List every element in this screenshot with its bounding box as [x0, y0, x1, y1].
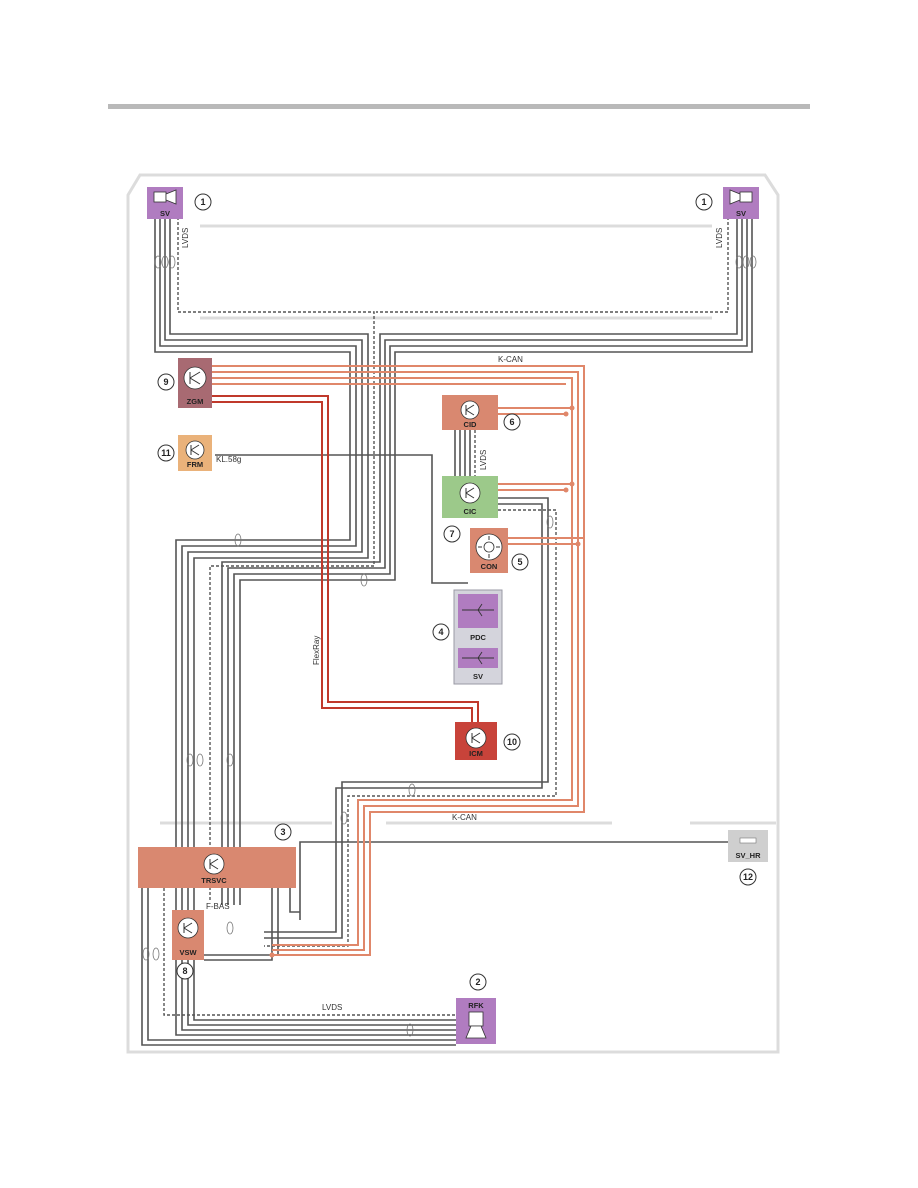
kcan-label-top: K-CAN	[498, 355, 523, 364]
flexray-lines	[212, 395, 479, 722]
module-cic: CIC	[442, 476, 498, 518]
number-label: 11	[161, 448, 171, 458]
junction-dots	[269, 405, 581, 958]
module-label: PDC	[470, 633, 486, 642]
module-sv-hr: SV_HR	[728, 830, 768, 862]
module-con: CON	[470, 528, 508, 573]
number-label: 4	[438, 627, 443, 637]
number-label: 2	[475, 977, 480, 987]
module-label: SV	[736, 209, 746, 218]
lvds-label-right: LVDS	[715, 228, 724, 248]
number-label: 8	[182, 966, 187, 976]
number-label: 10	[507, 737, 517, 747]
reference-number-texts: 1 1 2 3 4 5 6 7 8 9 10 11 12	[161, 197, 753, 987]
module-cid: CID	[442, 395, 498, 430]
module-icm: ICM	[455, 722, 497, 760]
number-label: 9	[163, 377, 168, 387]
kcan-lines	[212, 365, 585, 956]
fbas-label: F-BAS	[206, 902, 230, 911]
flexray-label: FlexRay	[312, 636, 321, 665]
module-rfk: RFK	[456, 998, 496, 1044]
module-label: SV_HR	[735, 851, 761, 860]
lvds-label-cid: LVDS	[479, 450, 488, 470]
module-label: VSW	[179, 948, 197, 957]
module-vsw: VSW	[172, 910, 204, 960]
lvds-lines	[163, 212, 729, 1016]
module-pdc: PDC SV	[453, 589, 503, 685]
module-label: RFK	[468, 1001, 484, 1010]
module-label: ZGM	[187, 397, 204, 406]
number-label: 1	[200, 197, 205, 207]
kcan-label-bottom: K-CAN	[452, 813, 477, 822]
lvds-label-bottom: LVDS	[322, 1003, 342, 1012]
module-label: CIC	[464, 507, 478, 516]
header-rule	[108, 104, 810, 109]
twisted-pair-markers	[142, 255, 757, 1037]
reference-numbers	[157, 193, 757, 991]
number-label: 7	[449, 529, 454, 539]
module-label: FRM	[187, 460, 203, 469]
vehicle-outline	[126, 173, 780, 1054]
module-sv-left: SV	[147, 187, 183, 219]
line-labels: LVDS LVDS LVDS LVDS K-CAN K-CAN KL.58g F…	[181, 228, 724, 1012]
number-label: 3	[280, 827, 285, 837]
kl58g-label: KL.58g	[216, 455, 241, 464]
number-label: 12	[743, 872, 753, 882]
module-label: SV	[160, 209, 170, 218]
number-label: 5	[517, 557, 522, 567]
module-label: TRSVC	[201, 876, 227, 885]
module-frm: FRM	[178, 435, 212, 471]
module-label: SV	[473, 672, 483, 681]
module-trsvc: TRSVC	[138, 847, 296, 888]
module-label: CID	[464, 420, 478, 429]
module-label: CON	[481, 562, 498, 571]
number-label: 6	[509, 417, 514, 427]
module-sv-right: SV	[723, 187, 759, 219]
module-label: ICM	[469, 749, 483, 758]
number-label: 1	[701, 197, 706, 207]
module-zgm: ZGM	[178, 358, 212, 408]
wire-bundles	[141, 212, 753, 1046]
lvds-label-left: LVDS	[181, 228, 190, 248]
